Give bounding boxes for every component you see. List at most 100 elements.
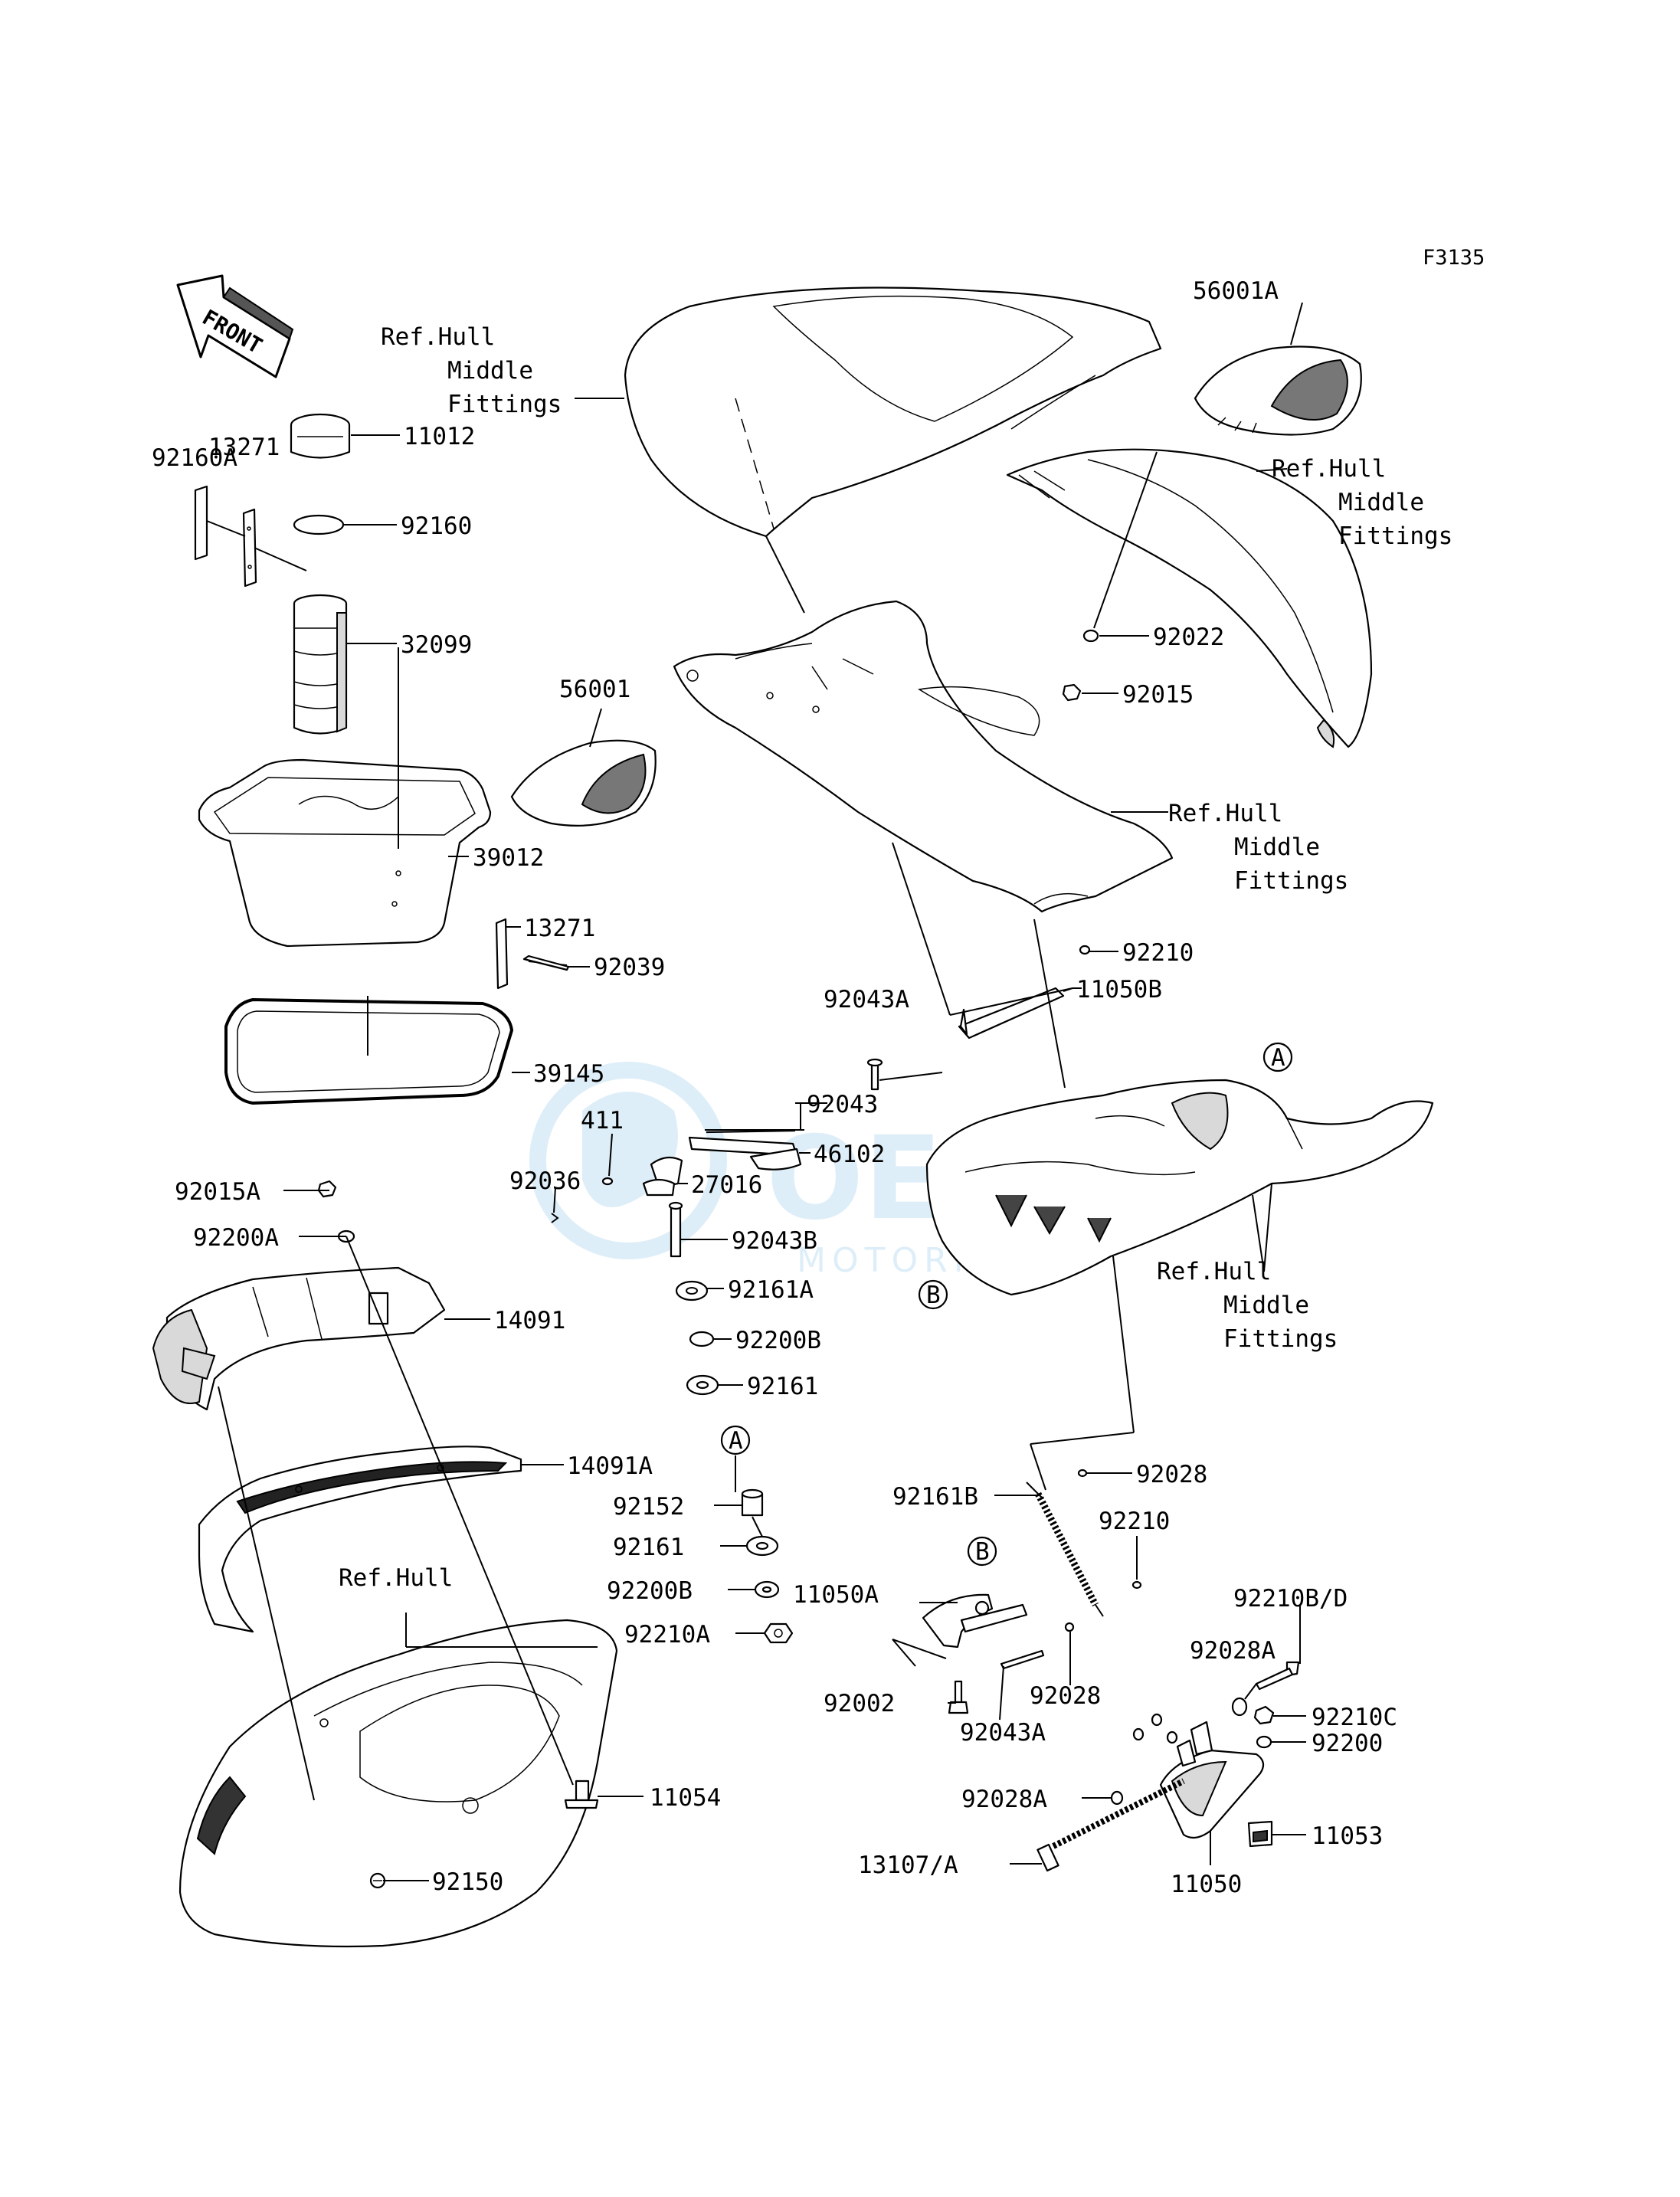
label-92043B: 92043B [732,1227,817,1255]
label-92160A: 92160A [152,444,237,472]
label-92161A: 92161A [728,1276,814,1304]
label-92002: 92002 [824,1690,895,1717]
label-13271-top: 13271 [208,434,280,461]
part-92028-pin-top [1077,1468,1088,1478]
part-92160-gasket [293,514,345,535]
figure-code: F3135 [1423,246,1485,270]
label-411: 411 [581,1107,624,1135]
part-39012-bin [198,758,492,948]
part-13107A-bolt [1036,1778,1185,1872]
label-92210BD: 92210B/D [1233,1585,1348,1613]
part-92022-washer [1082,629,1099,643]
part-92036-spring [551,1213,559,1223]
part-11050B-bracket [958,987,1065,1040]
part-39145-seal [224,998,513,1105]
svg-text:A: A [729,1427,743,1455]
part-labels: 56001A Ref.Hull Middle Fittings Ref.Hull… [152,277,1452,1898]
part-92210C-nut [1253,1705,1275,1725]
part-92028A-washer-top [1231,1697,1248,1717]
part-92161B-spring [1026,1482,1104,1617]
part-92028-washers-pair [1132,1713,1178,1744]
label-ref-hull: Ref.Hull [339,1564,453,1592]
label-92161-top: 92161 [747,1373,818,1400]
label-ref-hull-mf-4-line1: Ref.Hull [1157,1258,1271,1285]
front-arrow: FRONT [176,274,294,378]
label-92015: 92015 [1122,681,1194,709]
label-92210A: 92210A [624,1621,710,1649]
part-92210A-nut [763,1622,794,1644]
part-92043B-pin [668,1201,683,1258]
part-13271-strip [242,508,257,588]
label-13107A: 13107/A [858,1852,958,1879]
label-92200B-top: 92200B [735,1327,821,1354]
label-56001: 56001 [559,676,630,703]
part-92161-grommet-lower [745,1535,779,1557]
part-11012-cap [290,413,351,459]
label-56001A: 56001A [1193,277,1279,305]
callout-A-mid: A [720,1425,751,1455]
label-92022: 92022 [1153,624,1224,651]
label-11050A: 11050A [793,1581,879,1609]
label-92028A-top: 92028A [1190,1637,1276,1665]
callout-B-mid: B [967,1536,997,1567]
label-92043A-top: 92043A [824,986,909,1013]
label-92028A-bot: 92028A [961,1786,1047,1813]
label-92036: 92036 [509,1167,581,1195]
part-411-washer [601,1177,614,1186]
svg-text:B: B [926,1282,941,1309]
part-92160A-strip [194,485,208,561]
label-92210-mid: 92210 [1099,1508,1170,1535]
label-11053: 11053 [1312,1822,1383,1850]
label-ref-hull-mf-4-line2: Middle [1223,1292,1309,1319]
part-32099-filler [293,594,348,735]
upper-deck-part [624,286,1162,538]
label-39145: 39145 [533,1060,604,1088]
part-92043-pin [706,1129,796,1134]
part-14091-handle [152,1266,446,1411]
part-92200B-washer [689,1331,715,1347]
center-hull-part [673,600,1174,913]
part-92043A-pin [1000,1649,1045,1670]
svg-text:A: A [1271,1044,1285,1072]
part-92161-grommet [686,1374,719,1396]
label-27016: 27016 [691,1171,762,1199]
label-92015A: 92015A [175,1178,260,1206]
label-92043A-bot: 92043A [960,1719,1046,1747]
label-ref-hull-mf-1-line2: Middle [447,357,533,385]
part-92015-nut [1062,683,1082,702]
label-ref-hull-mf-2-line3: Fittings [1338,522,1452,550]
label-92043: 92043 [807,1091,878,1118]
label-46102: 46102 [814,1141,885,1168]
label-92161-bot: 92161 [613,1534,684,1561]
part-27016-latch [642,1156,683,1197]
part-56001A-cover [1194,345,1362,436]
label-ref-hull-mf-3-line1: Ref.Hull [1168,800,1282,827]
part-92200B-washer-lower [754,1580,780,1599]
svg-text:B: B [975,1538,990,1566]
ref-hull-part [178,1619,618,1948]
part-11053-plate [1247,1820,1273,1848]
callout-B-top: B [918,1279,948,1310]
part-11050-latch-plate [1159,1721,1265,1839]
part-92028-pin-mid [1064,1622,1075,1632]
label-11050B: 11050B [1076,976,1162,1004]
part-92210-pin-top [1079,945,1091,955]
label-92200: 92200 [1312,1730,1383,1757]
label-92210C: 92210C [1312,1704,1397,1731]
part-92015A-nut [317,1180,337,1198]
label-92028-mid: 92028 [1030,1682,1101,1710]
part-14091A-handle [198,1446,522,1633]
right-side-hull-part [1006,448,1373,748]
part-92043A-pin-top [866,1058,883,1091]
label-92200B-bot: 92200B [607,1577,693,1605]
label-11050: 11050 [1171,1871,1242,1898]
part-92150-screw [369,1872,386,1889]
label-11054: 11054 [650,1784,721,1812]
label-92152: 92152 [613,1493,684,1521]
part-46102-strap [688,1129,804,1171]
label-ref-hull-mf-3-line3: Fittings [1234,867,1348,895]
part-92152-collar [741,1488,764,1517]
part-92200-washer [1256,1735,1272,1749]
part-11050A-bracket [922,1593,1028,1649]
